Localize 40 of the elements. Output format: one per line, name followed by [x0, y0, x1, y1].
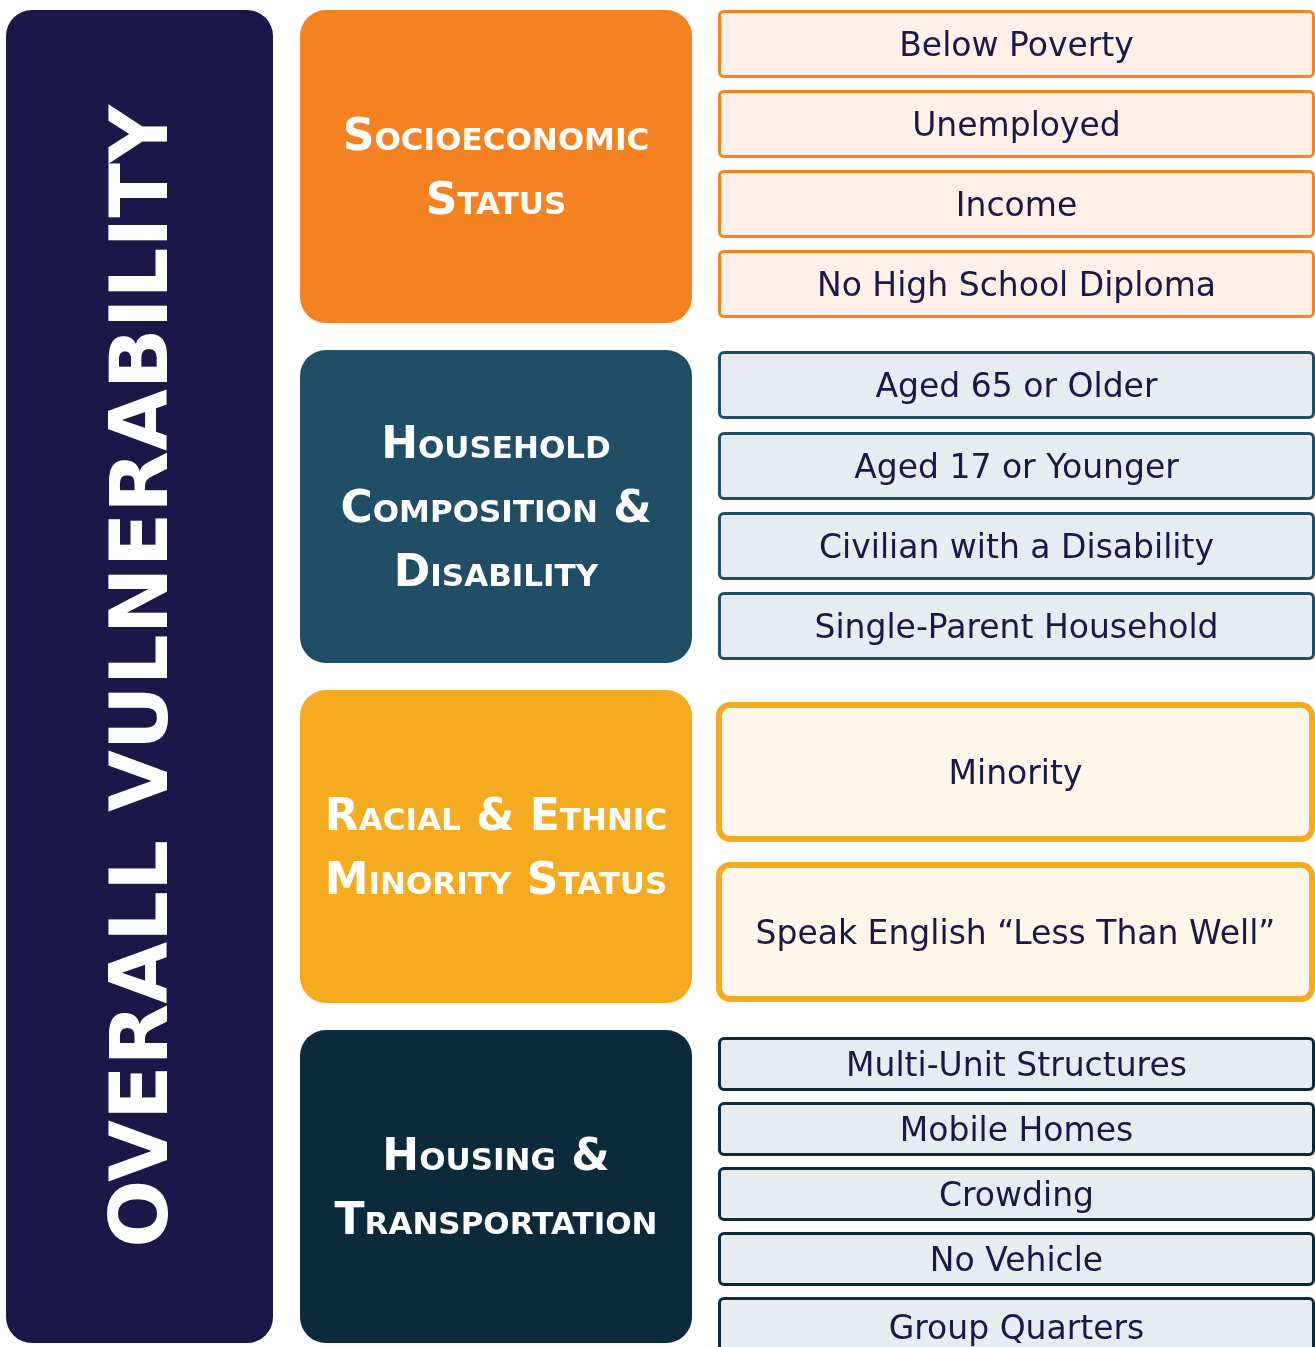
category-card	[300, 1030, 692, 1343]
category-title: Socioeconomic Status	[341, 107, 651, 226]
indicator-box	[716, 702, 1315, 842]
category-card	[300, 690, 692, 1003]
vertical-title: OVERALL VULNERABILITY	[93, 105, 186, 1248]
indicator-label: Unemployed	[912, 104, 1121, 144]
indicator-box	[718, 1297, 1315, 1347]
category-title: Racial & Ethnic Minority Status	[323, 787, 669, 906]
indicator-label: No High School Diploma	[817, 264, 1216, 304]
indicator-box	[718, 90, 1315, 158]
indicator-label: Single-Parent Household	[814, 606, 1219, 646]
indicator-label: Crowding	[938, 1174, 1094, 1214]
indicator-box	[718, 1167, 1315, 1221]
indicator-box	[718, 1037, 1315, 1091]
indicator-label: Below Poverty	[899, 24, 1134, 64]
indicator-box	[716, 862, 1315, 1002]
indicator-box	[718, 170, 1315, 238]
indicator-box	[718, 10, 1315, 78]
indicator-label: No Vehicle	[929, 1239, 1104, 1279]
indicator-label: Speak English “Less Than Well”	[755, 912, 1276, 952]
indicator-box	[718, 512, 1315, 580]
indicator-label: Aged 65 or Older	[875, 365, 1158, 405]
indicator-box	[718, 1102, 1315, 1156]
indicator-box	[718, 250, 1315, 318]
indicator-label: Group Quarters	[888, 1307, 1145, 1347]
indicator-label: Multi-Unit Structures	[846, 1044, 1187, 1084]
indicator-box	[718, 351, 1315, 419]
category-card	[300, 10, 692, 323]
indicator-label: Mobile Homes	[899, 1109, 1134, 1149]
title-bar	[6, 10, 273, 1343]
category-title: Housing & Transportation	[333, 1127, 659, 1246]
indicator-label: Civilian with a Disability	[819, 526, 1214, 566]
category-card	[300, 350, 692, 663]
indicator-box	[718, 432, 1315, 500]
category-title: Household Composition & Disability	[339, 415, 653, 598]
indicator-label: Aged 17 or Younger	[854, 446, 1179, 486]
indicator-label: Income	[955, 184, 1078, 224]
indicator-label: Minority	[948, 752, 1083, 792]
indicator-box	[718, 592, 1315, 660]
indicator-box	[718, 1232, 1315, 1286]
